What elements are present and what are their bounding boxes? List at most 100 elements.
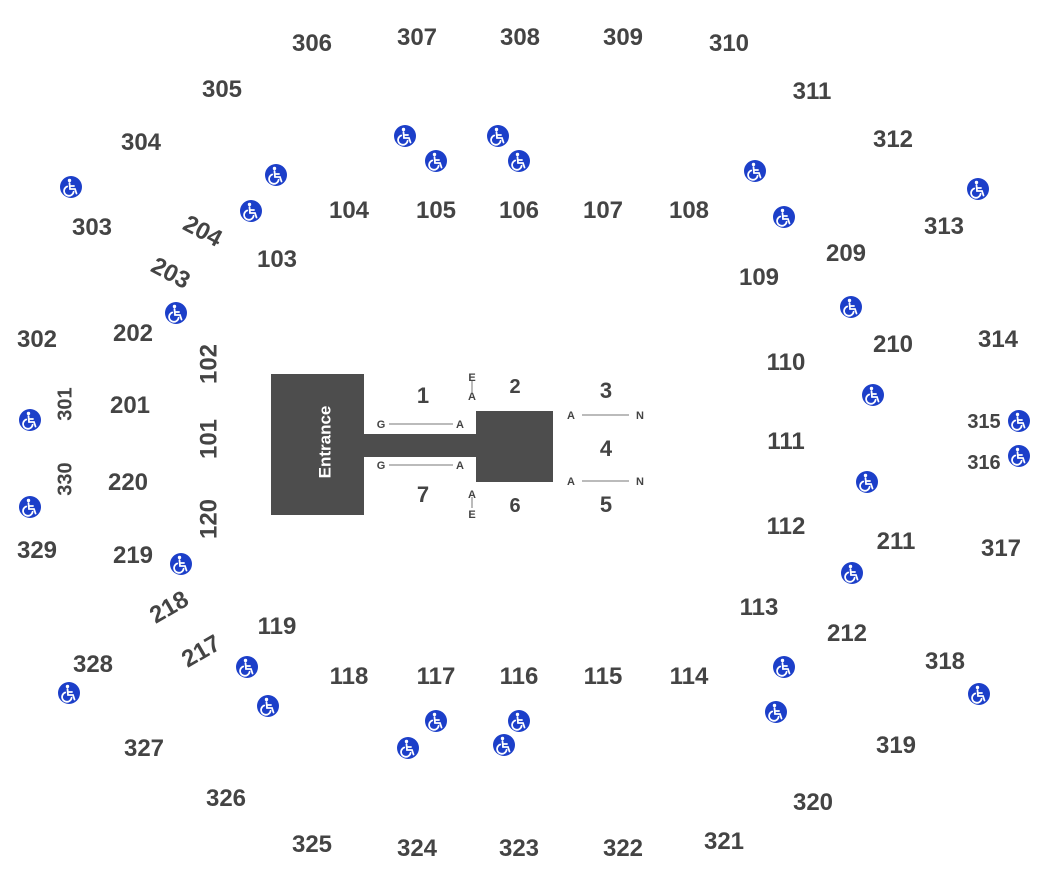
section-102[interactable]: 102 xyxy=(195,344,222,384)
wheelchair-icon[interactable] xyxy=(18,408,42,432)
wheelchair-icon[interactable] xyxy=(507,149,531,173)
section-319[interactable]: 319 xyxy=(876,732,916,759)
section-3[interactable]: 3 xyxy=(600,378,612,403)
section-220[interactable]: 220 xyxy=(108,469,148,496)
section-323[interactable]: 323 xyxy=(499,835,539,862)
wheelchair-icon[interactable] xyxy=(169,552,193,576)
section-218[interactable]: 218 xyxy=(145,586,193,629)
wheelchair-icon[interactable] xyxy=(486,124,510,148)
wheelchair-icon[interactable] xyxy=(743,159,767,183)
section-116[interactable]: 116 xyxy=(500,663,539,690)
wheelchair-icon[interactable] xyxy=(855,470,879,494)
section-305[interactable]: 305 xyxy=(202,76,242,103)
section-321[interactable]: 321 xyxy=(704,828,744,855)
section-301[interactable]: 301 xyxy=(54,387,76,420)
wheelchair-icon[interactable] xyxy=(264,163,288,187)
wheelchair-icon[interactable] xyxy=(239,199,263,223)
section-104[interactable]: 104 xyxy=(329,197,370,224)
section-325[interactable]: 325 xyxy=(292,831,332,858)
section-311[interactable]: 311 xyxy=(793,78,832,105)
section-1[interactable]: 1 xyxy=(417,383,429,408)
section-106[interactable]: 106 xyxy=(499,197,539,224)
section-7[interactable]: 7 xyxy=(417,482,429,507)
wheelchair-icon[interactable] xyxy=(861,383,885,407)
wheelchair-icon[interactable] xyxy=(18,495,42,519)
section-322[interactable]: 322 xyxy=(603,835,643,862)
section-203[interactable]: 203 xyxy=(147,252,195,295)
section-6[interactable]: 6 xyxy=(509,495,520,517)
section-108[interactable]: 108 xyxy=(669,197,709,224)
wheelchair-icon[interactable] xyxy=(1007,409,1031,433)
section-120[interactable]: 120 xyxy=(195,499,222,539)
section-202[interactable]: 202 xyxy=(113,320,153,347)
wheelchair-icon[interactable] xyxy=(57,681,81,705)
section-212[interactable]: 212 xyxy=(827,620,867,647)
section-318[interactable]: 318 xyxy=(925,648,965,675)
wheelchair-icon[interactable] xyxy=(393,124,417,148)
wheelchair-icon[interactable] xyxy=(507,709,531,733)
section-326[interactable]: 326 xyxy=(206,785,246,812)
wheelchair-icon[interactable] xyxy=(772,205,796,229)
wheelchair-icon[interactable] xyxy=(966,177,990,201)
section-112[interactable]: 112 xyxy=(767,513,806,540)
section-328[interactable]: 328 xyxy=(73,651,113,678)
wheelchair-icon[interactable] xyxy=(492,733,516,757)
section-119[interactable]: 119 xyxy=(258,613,297,640)
wheelchair-icon[interactable] xyxy=(235,655,259,679)
wheelchair-icon[interactable] xyxy=(396,736,420,760)
section-329[interactable]: 329 xyxy=(17,537,57,564)
section-111[interactable]: 111 xyxy=(767,428,804,455)
section-330[interactable]: 330 xyxy=(54,462,76,495)
main-stage[interactable] xyxy=(476,411,553,482)
section-211[interactable]: 211 xyxy=(877,528,916,555)
section-2[interactable]: 2 xyxy=(509,376,520,398)
section-103[interactable]: 103 xyxy=(257,246,297,273)
section-209[interactable]: 209 xyxy=(826,240,866,267)
section-5[interactable]: 5 xyxy=(600,492,612,517)
section-306[interactable]: 306 xyxy=(292,30,332,57)
section-314[interactable]: 314 xyxy=(978,326,1019,353)
section-324[interactable]: 324 xyxy=(397,835,438,862)
wheelchair-icon[interactable] xyxy=(839,295,863,319)
wheelchair-icon[interactable] xyxy=(424,149,448,173)
section-117[interactable]: 117 xyxy=(417,663,456,690)
section-105[interactable]: 105 xyxy=(416,197,456,224)
section-101[interactable]: 101 xyxy=(195,419,222,459)
section-302[interactable]: 302 xyxy=(17,326,57,353)
section-219[interactable]: 219 xyxy=(113,542,153,569)
section-114[interactable]: 114 xyxy=(670,663,709,690)
section-312[interactable]: 312 xyxy=(873,126,913,153)
section-310[interactable]: 310 xyxy=(709,30,749,57)
wheelchair-icon[interactable] xyxy=(424,709,448,733)
wheelchair-icon[interactable] xyxy=(1007,444,1031,468)
section-110[interactable]: 110 xyxy=(767,349,806,376)
section-309[interactable]: 309 xyxy=(603,24,643,51)
section-313[interactable]: 313 xyxy=(924,213,964,240)
section-113[interactable]: 113 xyxy=(740,594,779,621)
section-4[interactable]: 4 xyxy=(600,436,613,461)
section-308[interactable]: 308 xyxy=(500,24,540,51)
wheelchair-icon[interactable] xyxy=(840,561,864,585)
section-201[interactable]: 201 xyxy=(110,392,150,419)
section-316[interactable]: 316 xyxy=(967,452,1000,474)
section-109[interactable]: 109 xyxy=(739,264,779,291)
wheelchair-icon[interactable] xyxy=(764,700,788,724)
entrance-block[interactable] xyxy=(271,374,364,515)
section-118[interactable]: 118 xyxy=(330,663,369,690)
section-217[interactable]: 217 xyxy=(177,630,225,673)
section-327[interactable]: 327 xyxy=(124,735,164,762)
section-320[interactable]: 320 xyxy=(793,789,833,816)
wheelchair-icon[interactable] xyxy=(256,694,280,718)
wheelchair-icon[interactable] xyxy=(772,655,796,679)
wheelchair-icon[interactable] xyxy=(967,682,991,706)
wheelchair-icon[interactable] xyxy=(164,301,188,325)
section-304[interactable]: 304 xyxy=(121,129,162,156)
wheelchair-icon[interactable] xyxy=(59,175,83,199)
section-303[interactable]: 303 xyxy=(72,214,112,241)
section-204[interactable]: 204 xyxy=(179,210,228,253)
section-317[interactable]: 317 xyxy=(981,535,1021,562)
section-210[interactable]: 210 xyxy=(873,331,913,358)
section-115[interactable]: 115 xyxy=(584,663,623,690)
section-307[interactable]: 307 xyxy=(397,24,437,51)
section-315[interactable]: 315 xyxy=(967,411,1000,433)
